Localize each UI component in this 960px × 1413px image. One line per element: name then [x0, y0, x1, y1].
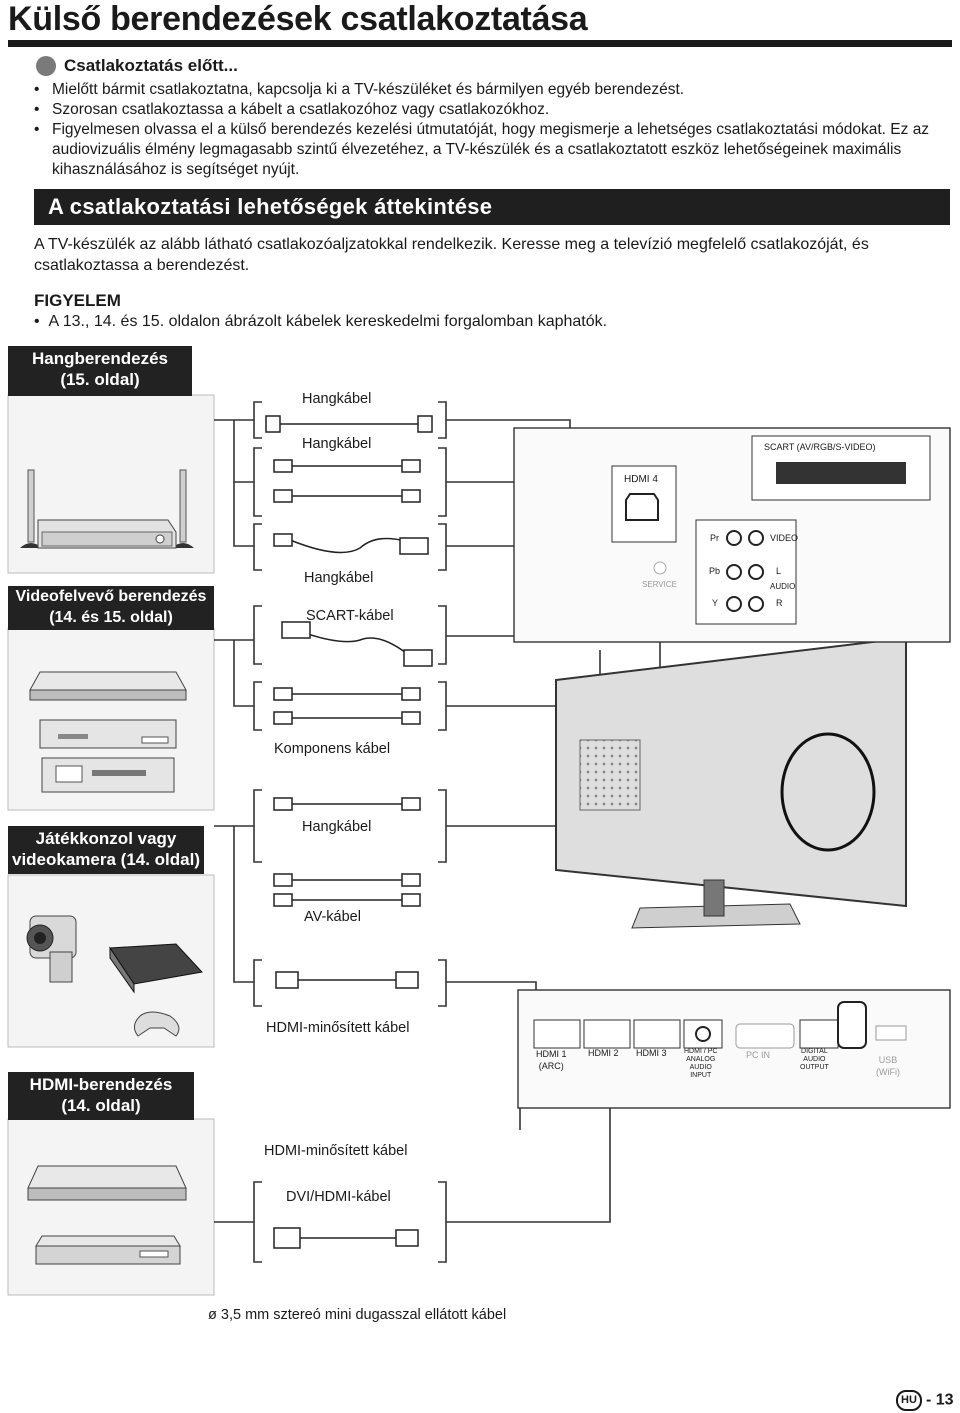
cable-label-audio: Hangkábel: [302, 436, 372, 452]
label-line: HDMI 1: [536, 1049, 567, 1059]
port-pr-label: Pr: [710, 533, 719, 543]
page-number-value: 13: [935, 1391, 954, 1409]
page-title: Külső berendezések csatlakoztatása: [8, 0, 588, 38]
language-badge: HU: [896, 1390, 922, 1411]
cable-label-audio: Hangkábel: [302, 819, 372, 835]
label-line: (14. és 15. oldal): [49, 609, 173, 626]
port-audio-label: AUDIO: [770, 582, 796, 591]
label-line: Hangberendezés: [31, 349, 169, 368]
overview-heading: A csatlakoztatási lehetőségek áttekintés…: [48, 194, 493, 219]
cable-label-hdmi: HDMI-minősített kábel: [266, 1020, 410, 1036]
title-divider: [8, 40, 952, 47]
port-scart-label: SCART (AV/RGB/S-VIDEO): [764, 442, 876, 452]
side-connector-box: [513, 427, 951, 643]
hdmi-device-panel: [7, 1118, 215, 1296]
port-service-label: SERVICE: [642, 580, 677, 589]
label-line: (ARC): [538, 1061, 564, 1071]
port-hdmi4-label: HDMI 4: [624, 474, 658, 485]
label-line: DIGITAL: [801, 1048, 828, 1055]
label-line: USB: [878, 1055, 898, 1065]
port-pc-in-label: PC IN: [746, 1050, 771, 1060]
tv-back-illustration: [555, 636, 907, 929]
label-line: HDMI-berendezés: [29, 1075, 173, 1094]
audio-device-label: Hangberendezés (15. oldal): [8, 346, 192, 396]
caution-text: A 13., 14. és 15. oldalon ábrázolt kábel…: [48, 313, 608, 330]
caution-title: FIGYELEM: [34, 291, 121, 310]
label-line: (WiFi): [876, 1067, 900, 1077]
label-line: ANALOG: [686, 1056, 716, 1063]
overview-intro: A TV-készülék az alább látható csatlakoz…: [34, 236, 869, 274]
label-line: (14. oldal): [61, 1096, 141, 1115]
mini-jack-note: ø 3,5 mm sztereó mini dugasszal ellátott…: [208, 1307, 507, 1323]
port-digital-audio-label: DIGITAL AUDIO OUTPUT: [800, 1048, 829, 1072]
port-r-label: R: [776, 598, 783, 608]
cable-label-audio: Hangkábel: [304, 570, 374, 586]
cable-label-component: Komponens kábel: [274, 741, 391, 757]
section-bullet-icon: [36, 56, 56, 76]
console-device-label: Játékkonzol vagy videokamera (14. oldal): [8, 826, 204, 874]
hdmi-device-label: HDMI-berendezés (14. oldal): [8, 1072, 194, 1120]
list-item: Mielőtt bármit csatlakoztatna, kapcsolja…: [28, 80, 948, 100]
port-video-label: VIDEO: [770, 533, 799, 543]
list-item: Figyelmesen olvassa el a külső berendezé…: [28, 120, 948, 180]
port-l-label: L: [776, 566, 782, 576]
caution-item: • A 13., 14. és 15. oldalon ábrázolt káb…: [34, 313, 608, 330]
cable-label-av: AV-kábel: [304, 909, 361, 925]
page-number: HU- 13: [896, 1390, 954, 1411]
port-y-label: Y: [712, 598, 719, 608]
label-line: Videofelvevő berendezés: [15, 588, 207, 605]
audio-device-panel: [7, 394, 215, 574]
label-line: INPUT: [690, 1072, 712, 1079]
label-line: AUDIO: [803, 1056, 826, 1063]
overview-banner: A csatlakoztatási lehetőségek áttekintés…: [34, 189, 950, 225]
label-line: HDMI / PC: [684, 1048, 718, 1055]
cable-label-audio: Hangkábel: [302, 391, 372, 407]
port-usb-label: USB (WiFi): [876, 1054, 900, 1078]
cable-label-hdmi: HDMI-minősített kábel: [264, 1143, 408, 1159]
port-hdmi2-label: HDMI 2: [588, 1048, 619, 1058]
before-list: Mielőtt bármit csatlakoztatna, kapcsolja…: [28, 80, 948, 180]
label-line: AUDIO: [689, 1064, 712, 1071]
label-line: (15. oldal): [60, 370, 140, 389]
label-line: Játékkonzol vagy: [35, 829, 177, 848]
bottom-connector-box: [517, 989, 951, 1109]
port-hdmi3-label: HDMI 3: [636, 1048, 667, 1058]
label-line: OUTPUT: [800, 1064, 829, 1071]
label-line: videokamera (14. oldal): [11, 850, 201, 869]
list-item: Szorosan csatlakoztassa a kábelt a csatl…: [28, 100, 948, 120]
cable-label-scart: SCART-kábel: [306, 608, 394, 624]
console-device-panel: [7, 874, 215, 1048]
port-hdmi-pc-audio-label: HDMI / PC ANALOG AUDIO INPUT: [684, 1048, 717, 1080]
cable-drawings: [265, 415, 433, 1249]
recorder-device-label: Videofelvevő berendezés (14. és 15. olda…: [8, 586, 214, 630]
before-heading: Csatlakoztatás előtt...: [64, 56, 238, 75]
device-link-lines: [214, 419, 254, 1223]
recorder-device-panel: [7, 627, 215, 811]
cable-label-dvi-hdmi: DVI/HDMI-kábel: [286, 1189, 391, 1205]
port-pb-label: Pb: [709, 566, 721, 576]
port-hdmi1-label: HDMI 1 (ARC): [536, 1048, 567, 1072]
